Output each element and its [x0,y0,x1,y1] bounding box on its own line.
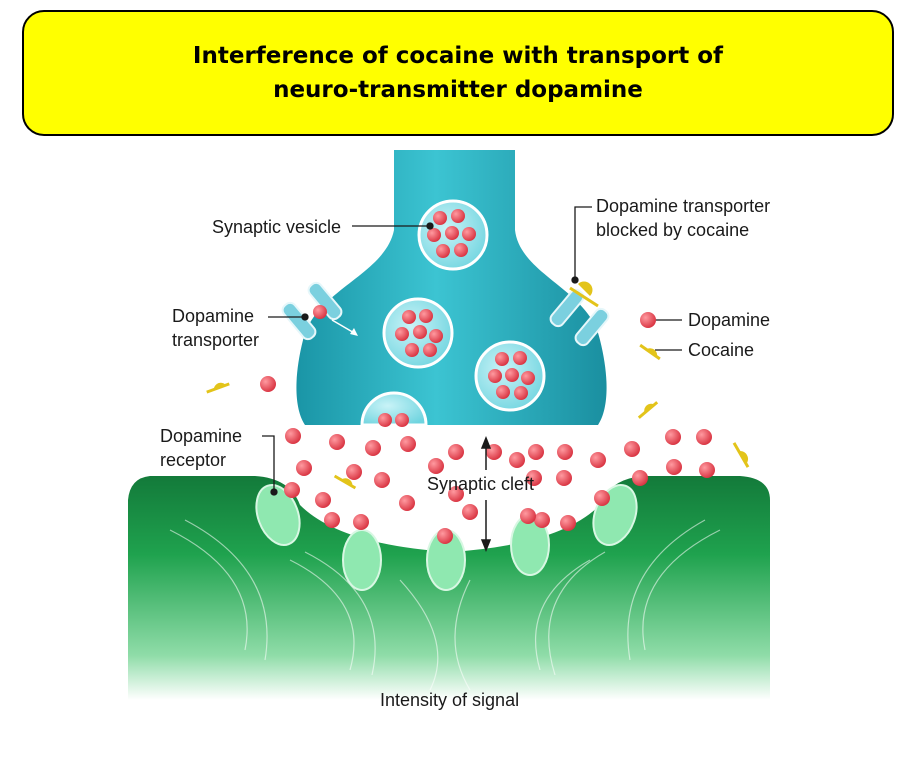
title-banner: Interference of cocaine with transport o… [22,10,894,136]
leader-lines [262,206,682,496]
label-transporter-2: transporter [172,330,259,350]
label-synaptic-cleft: Synaptic cleft [427,474,534,494]
legend-cocaine-label: Cocaine [688,340,754,360]
label-receptor-2: receptor [160,450,226,470]
cleft-arrows [480,435,492,553]
vesicle-fusing [360,391,428,427]
cocaine-molecules [206,382,750,490]
title-line-2: neuro-transmitter dopamine [273,77,643,103]
dopamine-transporter-blocked [549,281,610,347]
vesicle-dopamine [378,209,535,427]
label-receptor-1: Dopamine [160,426,242,446]
legend-cocaine-icon [639,343,661,361]
label-transporter-1: Dopamine [172,306,254,326]
label-blocked-2: blocked by cocaine [596,220,749,240]
signal-waves [169,519,721,691]
presynaptic-terminal [296,150,607,425]
legend-dopamine-label: Dopamine [688,310,770,330]
dopamine-transporter-left [281,281,358,341]
legend-dopamine-icon [640,312,656,328]
label-blocked-1: Dopamine transporter [596,196,770,216]
label-intensity: Intensity of signal [380,690,519,710]
title-line-1: Interference of cocaine with transport o… [192,43,724,69]
label-synaptic-vesicle: Synaptic vesicle [212,217,341,237]
cleft-dopamine [260,376,715,544]
dopamine-receptors [255,484,638,591]
